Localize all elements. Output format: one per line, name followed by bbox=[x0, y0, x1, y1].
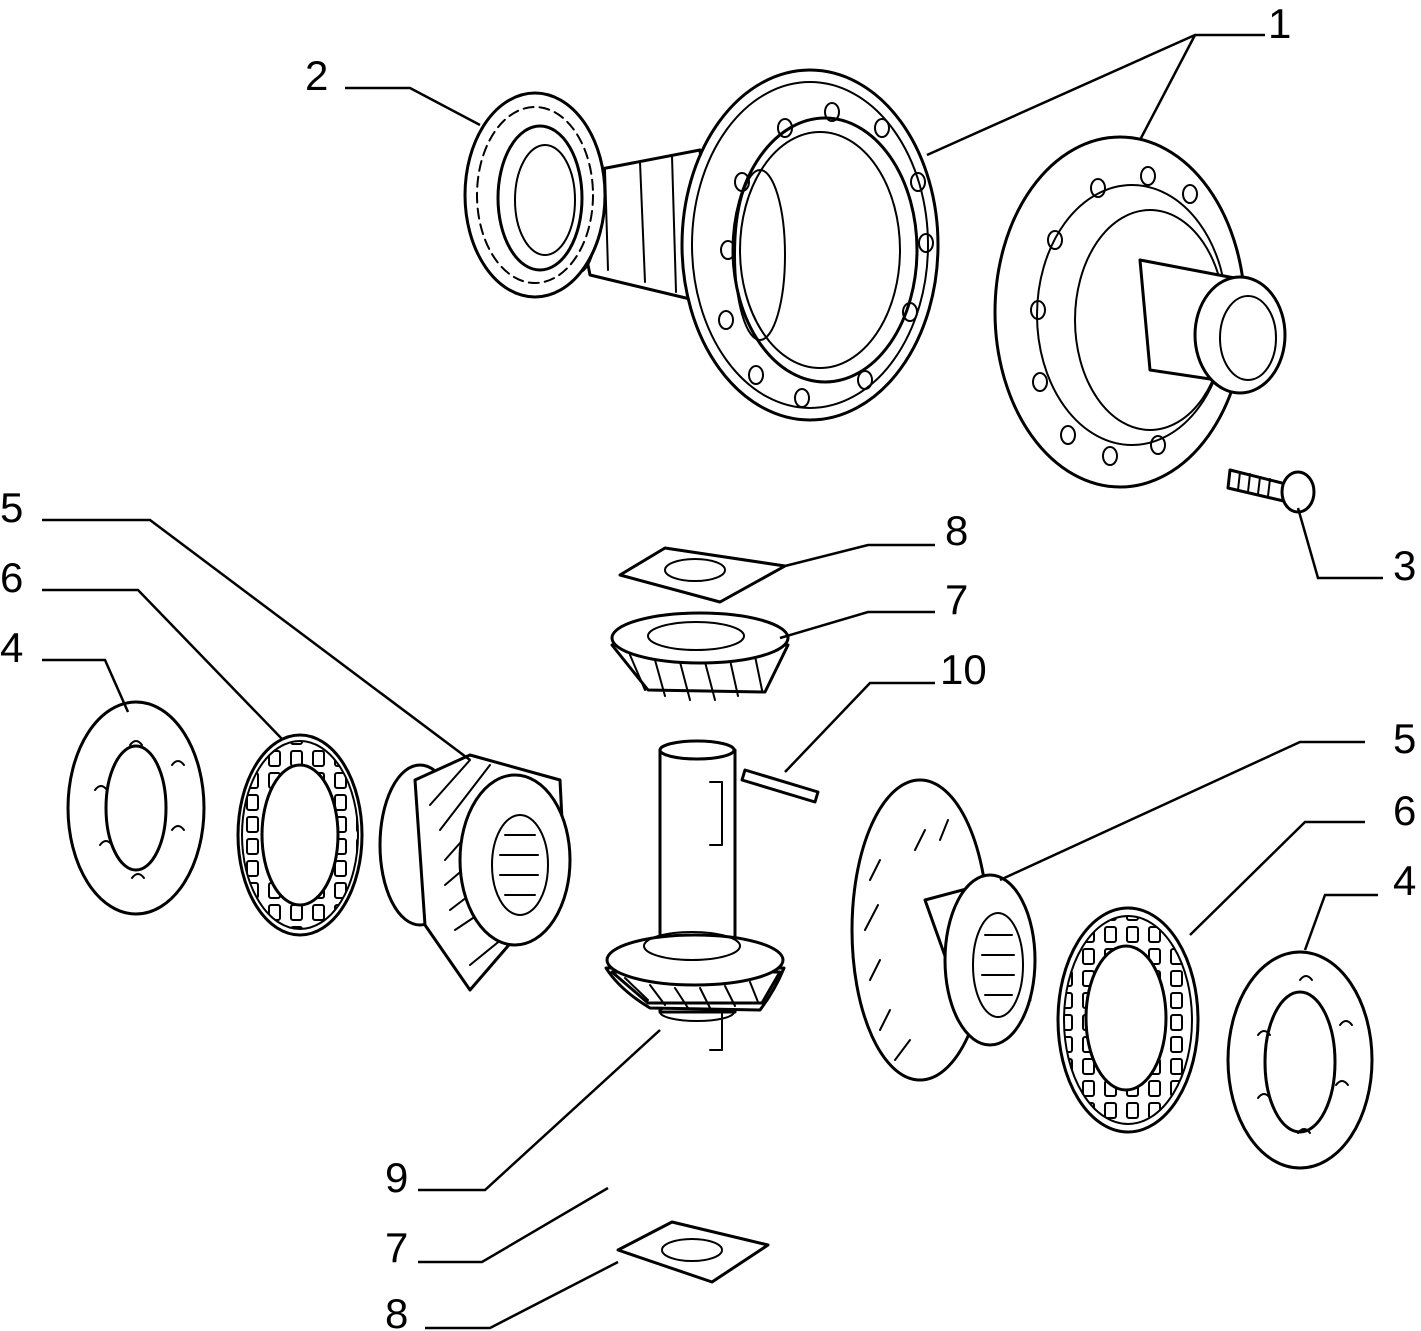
planet-gear-top bbox=[610, 611, 790, 701]
bolt bbox=[1226, 468, 1316, 514]
differential-case-cover bbox=[993, 135, 1287, 489]
thrust-plate-top bbox=[618, 546, 787, 604]
callout-7-top: 7 bbox=[945, 576, 968, 623]
thrust-washer-left bbox=[66, 700, 206, 916]
differential-case-left-half bbox=[463, 68, 940, 422]
thrust-washer-right bbox=[1226, 950, 1374, 1170]
callout-3: 3 bbox=[1393, 542, 1416, 589]
callout-8-top: 8 bbox=[945, 507, 968, 554]
callout-2: 2 bbox=[305, 52, 328, 99]
side-gear-right bbox=[850, 778, 1037, 1082]
needle-bearing-left bbox=[236, 733, 364, 937]
leader-lines bbox=[42, 33, 1383, 1330]
callout-4-left: 4 bbox=[0, 624, 23, 671]
needle-bearing-right bbox=[1056, 906, 1200, 1134]
callout-4-right: 4 bbox=[1393, 857, 1416, 904]
callout-5-left: 5 bbox=[0, 484, 23, 531]
roll-pin bbox=[740, 768, 820, 804]
callout-6-right: 6 bbox=[1393, 787, 1416, 834]
callout-10: 10 bbox=[940, 646, 987, 693]
lower-gear bbox=[604, 931, 786, 1012]
callout-8-bottom: 8 bbox=[385, 1290, 408, 1331]
callout-6-left: 6 bbox=[0, 554, 23, 601]
callout-7-bottom: 7 bbox=[385, 1224, 408, 1271]
thrust-plate-bottom bbox=[616, 1220, 770, 1284]
callout-1: 1 bbox=[1268, 0, 1291, 47]
side-gear-left bbox=[378, 753, 572, 992]
callout-5-right: 5 bbox=[1393, 715, 1416, 762]
callout-9: 9 bbox=[385, 1154, 408, 1201]
